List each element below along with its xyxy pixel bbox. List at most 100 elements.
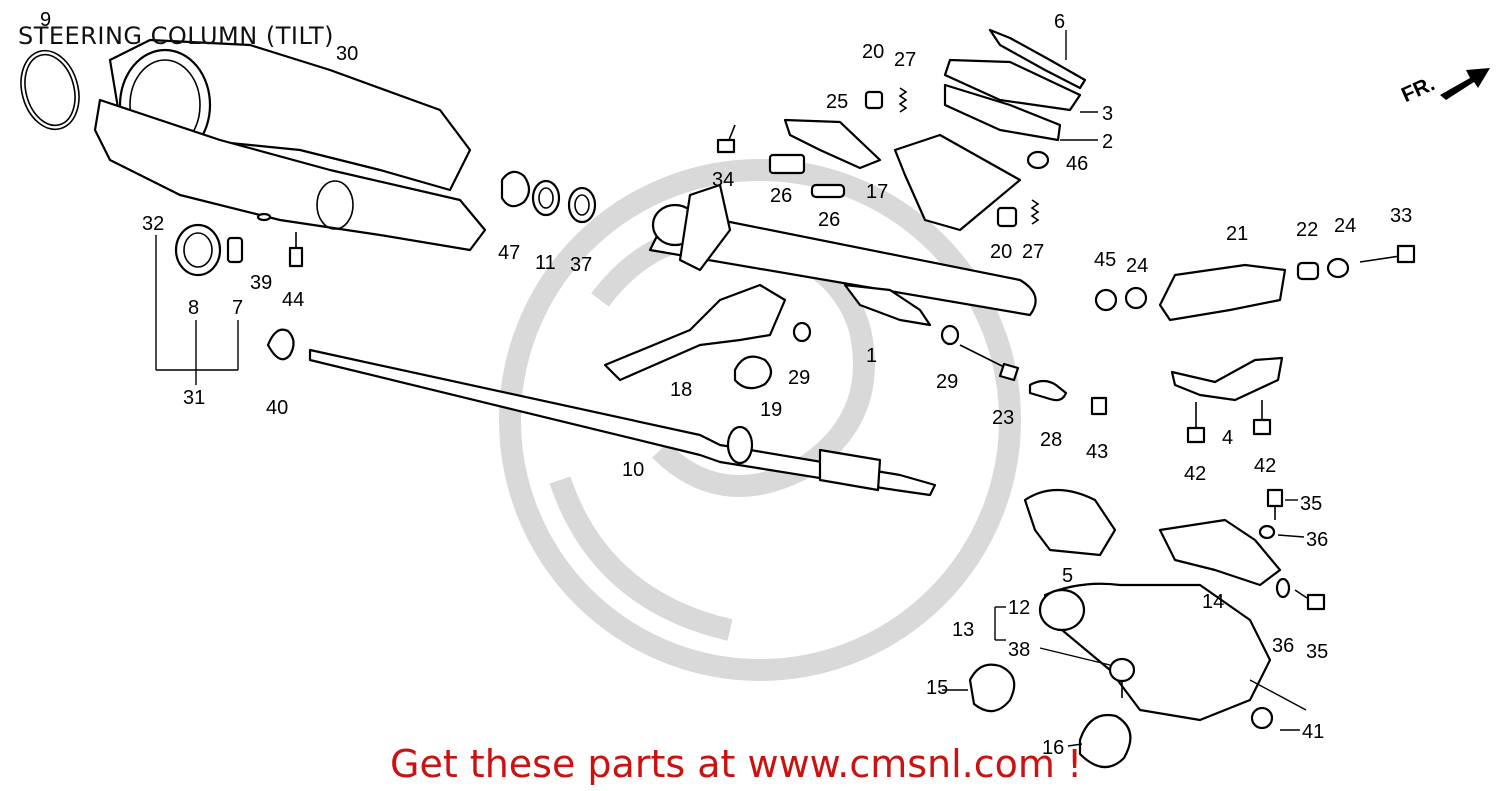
front-arrow-icon bbox=[1440, 68, 1490, 100]
callout-c27a: 27 bbox=[894, 49, 917, 71]
callout-c3: 3 bbox=[1102, 103, 1114, 125]
clamp-16 bbox=[1078, 713, 1132, 769]
bolt-43 bbox=[1090, 396, 1108, 416]
callout-c9: 9 bbox=[40, 9, 52, 31]
ring-11 bbox=[531, 179, 561, 217]
callout-c42a: 42 bbox=[1184, 463, 1207, 485]
bolt-33 bbox=[1359, 244, 1416, 264]
callout-c47: 47 bbox=[498, 242, 521, 264]
callout-c43: 43 bbox=[1086, 441, 1109, 463]
pad-26b bbox=[810, 183, 846, 199]
callout-c42b: 42 bbox=[1254, 455, 1277, 477]
nut-46 bbox=[1026, 150, 1050, 170]
callout-c33: 33 bbox=[1390, 205, 1413, 227]
callout-c30: 30 bbox=[336, 43, 359, 65]
callout-c18: 18 bbox=[670, 379, 693, 401]
bolt-42a bbox=[1186, 402, 1206, 444]
callout-c11: 11 bbox=[535, 252, 556, 274]
spring-19 bbox=[733, 355, 773, 390]
callout-c32: 32 bbox=[142, 213, 165, 235]
callout-c13: 13 bbox=[952, 619, 975, 641]
callout-c15: 15 bbox=[926, 677, 949, 699]
callout-c31: 31 bbox=[183, 387, 206, 409]
callout-c35b: 35 bbox=[1306, 641, 1329, 663]
lower-cover-mouth bbox=[1038, 588, 1086, 632]
diagram-title: STEERING COLUMN (TILT) bbox=[18, 22, 335, 50]
bolt-42b bbox=[1252, 400, 1272, 436]
lower-cover-12 bbox=[1043, 582, 1272, 722]
snap-ring-9 bbox=[20, 49, 80, 131]
callout-c36a: 36 bbox=[1306, 529, 1329, 551]
leader-lines bbox=[155, 30, 1307, 747]
callout-c44: 44 bbox=[282, 289, 305, 311]
clip-47 bbox=[500, 170, 531, 208]
callout-c29a: 29 bbox=[788, 367, 811, 389]
callout-c5: 5 bbox=[1062, 565, 1074, 587]
key-7 bbox=[226, 236, 244, 264]
ring-37 bbox=[567, 186, 597, 224]
callout-c1: 1 bbox=[866, 345, 878, 367]
callout-c22: 22 bbox=[1296, 219, 1319, 241]
callout-c34: 34 bbox=[712, 169, 735, 191]
callout-c21: 21 bbox=[1226, 223, 1249, 245]
cap-20a bbox=[864, 90, 884, 110]
cap-20b bbox=[996, 206, 1018, 228]
callout-c2: 2 bbox=[1102, 131, 1114, 153]
column-cover-lower-32 bbox=[93, 98, 487, 252]
strap-4 bbox=[1170, 356, 1284, 402]
washer-36a bbox=[1258, 524, 1276, 540]
callout-c12: 12 bbox=[1008, 597, 1031, 619]
callout-c24a: 24 bbox=[1126, 255, 1149, 277]
callout-c26a: 26 bbox=[770, 185, 793, 207]
callout-c41: 41 bbox=[1302, 721, 1325, 743]
callout-c6: 6 bbox=[1054, 11, 1066, 33]
pad-26a bbox=[768, 153, 806, 175]
callout-c8: 8 bbox=[188, 297, 200, 319]
callout-c27b: 27 bbox=[1022, 241, 1045, 263]
callout-c37: 37 bbox=[570, 254, 593, 276]
washer-39 bbox=[256, 212, 272, 222]
callout-c4: 4 bbox=[1222, 427, 1234, 449]
promo-link[interactable]: Get these parts at www.cmsnl.com ! bbox=[390, 742, 1083, 786]
callout-c14: 14 bbox=[1202, 591, 1225, 613]
callout-c7: 7 bbox=[232, 297, 244, 319]
callout-c38: 38 bbox=[1008, 639, 1031, 661]
bushing-24a bbox=[1124, 286, 1148, 310]
callout-c39: 39 bbox=[250, 272, 273, 294]
callout-c10: 10 bbox=[622, 459, 645, 481]
callout-c19: 19 bbox=[760, 399, 783, 421]
steering-shaft-10 bbox=[308, 348, 937, 497]
callout-c40: 40 bbox=[266, 397, 289, 419]
bracket-21 bbox=[1158, 263, 1287, 322]
callout-c16: 16 bbox=[1042, 737, 1065, 759]
collar-22 bbox=[1296, 261, 1320, 281]
bolt-23 bbox=[959, 344, 1020, 382]
washer-29b bbox=[940, 324, 960, 346]
tilt-lever-18 bbox=[603, 283, 787, 382]
bolt-41 bbox=[1250, 706, 1274, 730]
callout-c35a: 35 bbox=[1300, 493, 1323, 515]
callout-c23: 23 bbox=[992, 407, 1015, 429]
callout-c17: 17 bbox=[866, 181, 889, 203]
bolt-35a bbox=[1266, 488, 1284, 520]
callout-c25: 25 bbox=[826, 91, 849, 113]
callout-c36b: 36 bbox=[1272, 635, 1295, 657]
callout-c45: 45 bbox=[1094, 249, 1117, 271]
plate-28 bbox=[1028, 379, 1068, 402]
callout-c28: 28 bbox=[1040, 429, 1063, 451]
boot-5 bbox=[1023, 489, 1117, 557]
callout-c26b: 26 bbox=[818, 209, 841, 231]
screw-44 bbox=[288, 232, 304, 268]
plate-3 bbox=[943, 58, 1082, 112]
bolt-35b bbox=[1294, 589, 1326, 611]
washer-36b bbox=[1275, 577, 1291, 599]
bushing-24b bbox=[1326, 257, 1350, 279]
callout-c20b: 20 bbox=[990, 241, 1013, 263]
callout-c29b: 29 bbox=[936, 371, 959, 393]
spring-27a bbox=[898, 87, 908, 113]
clip-40 bbox=[266, 328, 295, 361]
clamp-15 bbox=[968, 663, 1016, 713]
callout-c46: 46 bbox=[1066, 153, 1089, 175]
spring-6 bbox=[988, 28, 1087, 90]
